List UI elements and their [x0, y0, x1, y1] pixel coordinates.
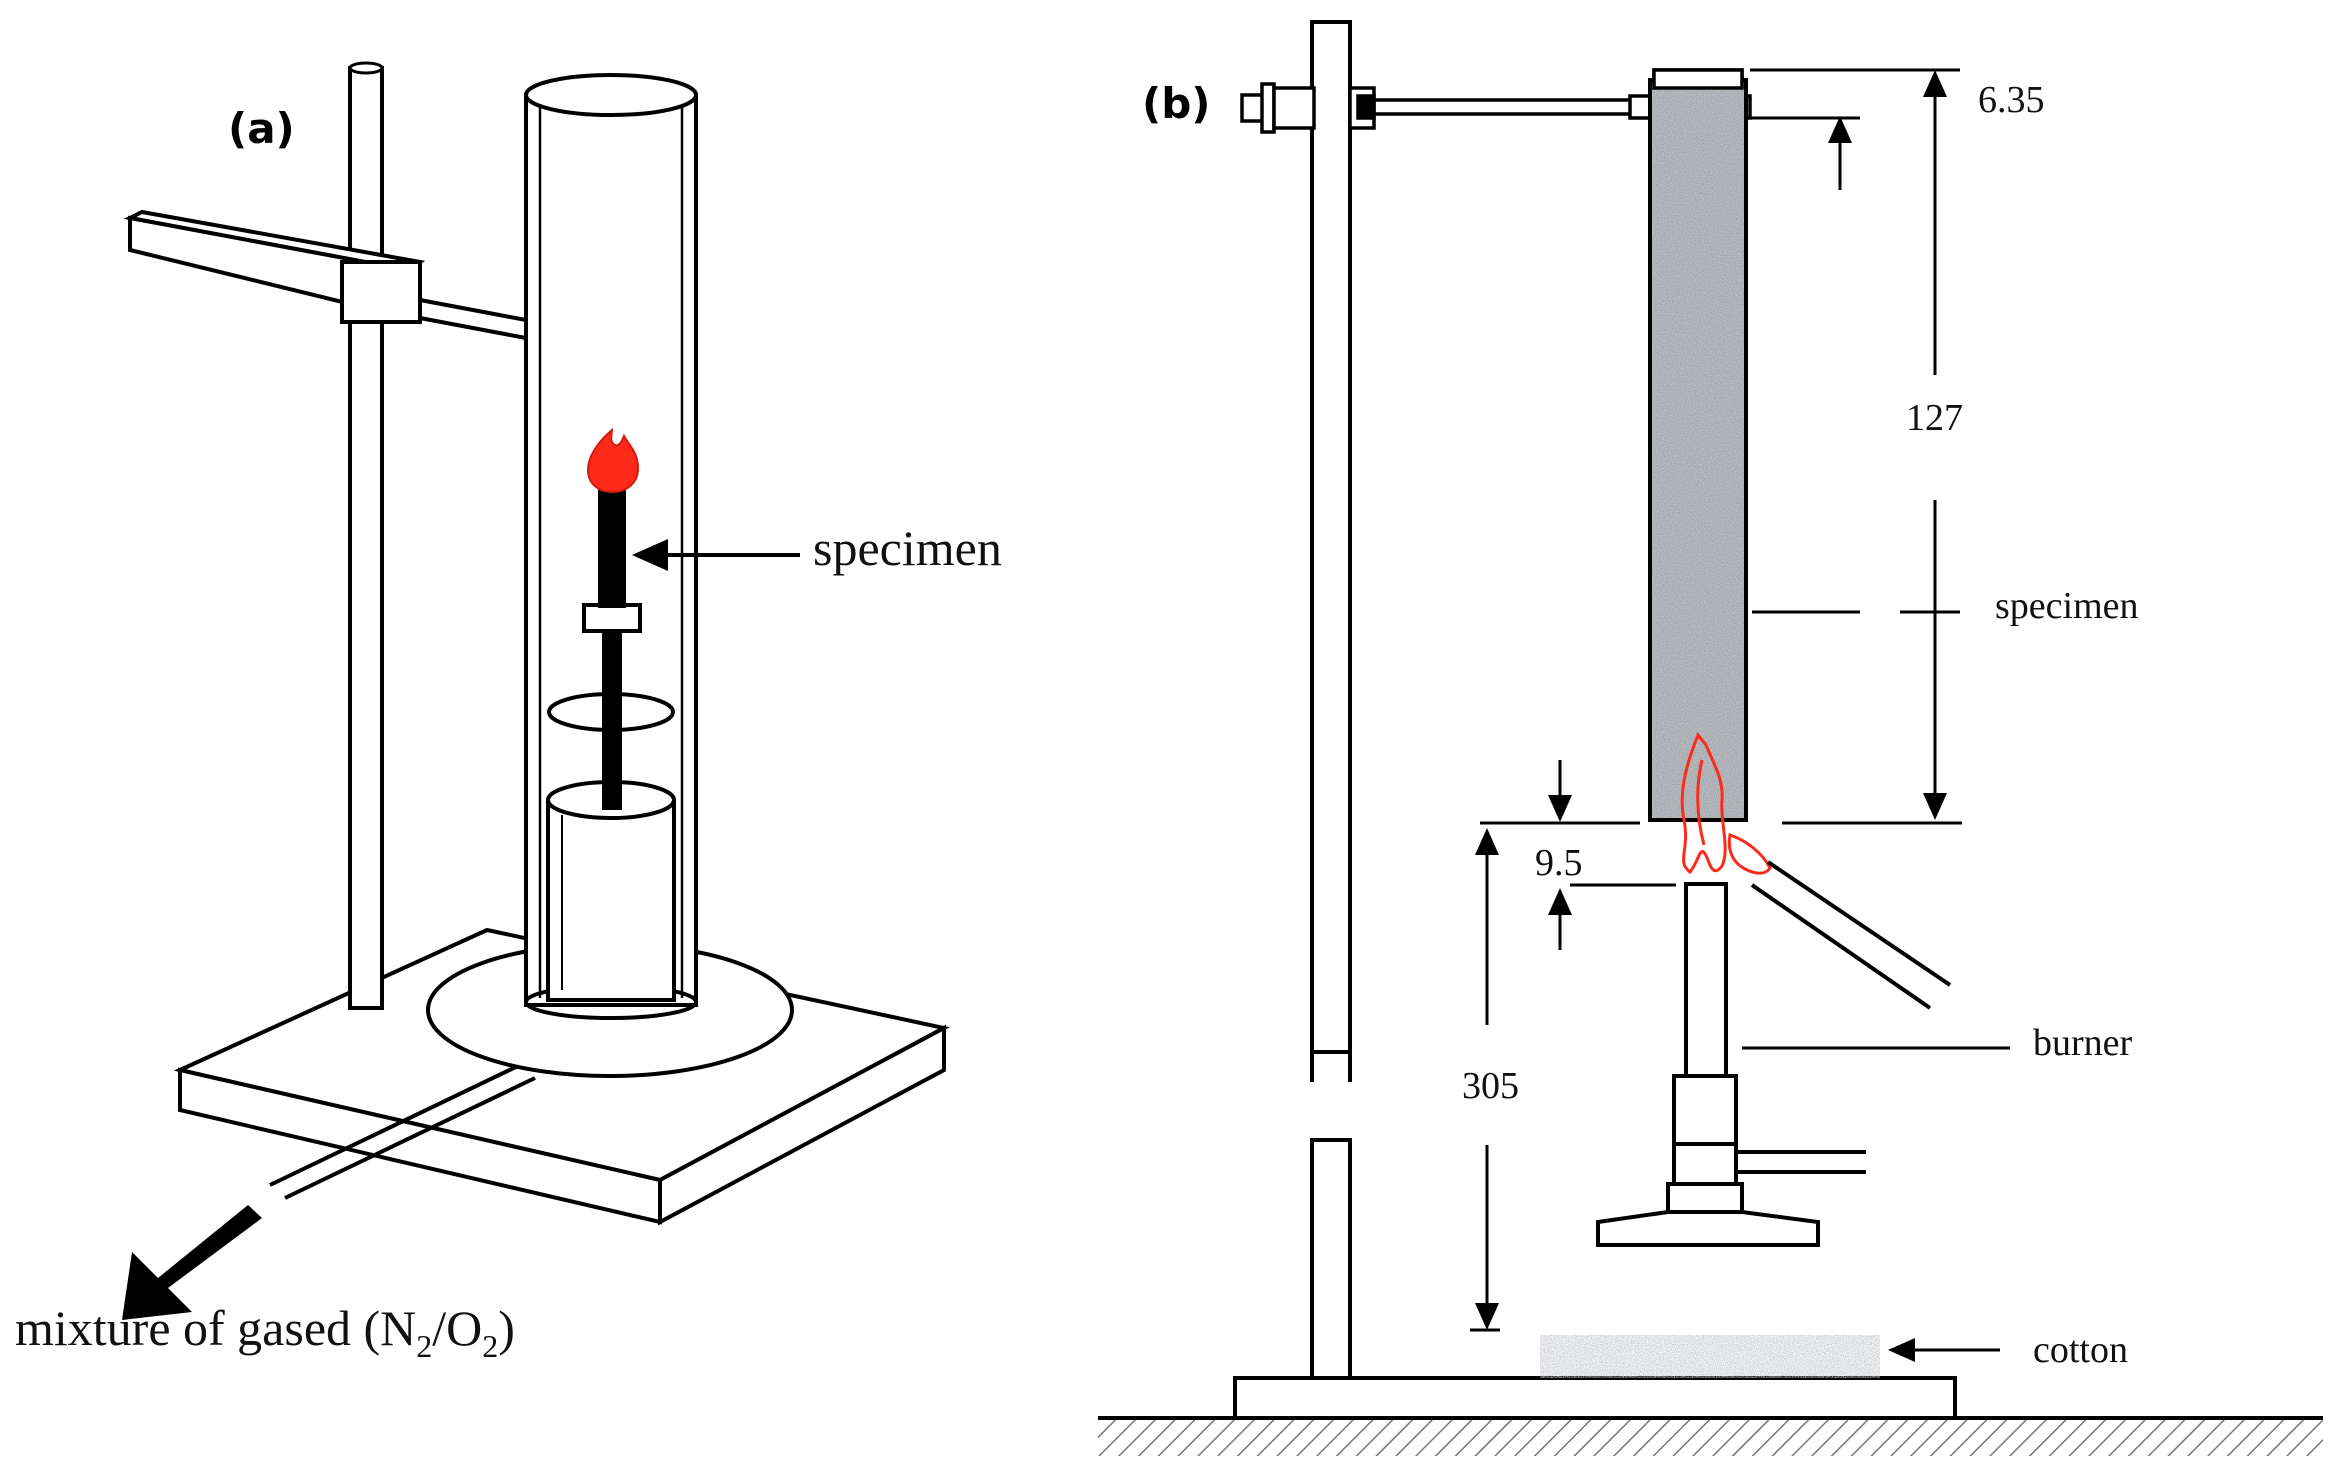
dim-gap-label: 9.5	[1535, 842, 1583, 884]
panel-a-tag: (a)	[228, 104, 295, 153]
flame	[586, 427, 640, 494]
specimen-top-clamp	[1652, 68, 1744, 90]
gas-inlet-arrow	[122, 1205, 262, 1320]
stand-base	[1233, 1376, 1957, 1420]
stand-rod	[1310, 20, 1352, 1380]
gas-pipe-b	[1750, 860, 1952, 1010]
specimen-texture	[1652, 82, 1744, 818]
panel-a: (a)	[15, 61, 1002, 1364]
panel-b-tag: (b)	[1142, 79, 1210, 128]
ground-hatch	[1098, 1418, 2323, 1456]
clamp-knob	[1240, 82, 1376, 134]
gas-mixture-label: mixture of gased (N2/O2)	[15, 1300, 515, 1364]
clamp-arm	[123, 209, 527, 340]
dim-top-label: 6.35	[1978, 79, 2045, 121]
flame-b	[1680, 732, 1772, 875]
gas-inlet-pipe	[269, 1063, 536, 1200]
dim-top	[1750, 68, 1960, 190]
cotton-pad	[1540, 1335, 1880, 1378]
dim-length	[1782, 70, 1962, 825]
support-rod	[348, 61, 384, 1010]
panel-b: (b)	[1098, 20, 2323, 1456]
dim-height	[1470, 828, 1500, 1332]
dim-length-label: 127	[1906, 397, 1963, 439]
specimen-label-a: specimen	[813, 520, 1002, 576]
burner-label: burner	[2033, 1022, 2133, 1064]
specimen-holder	[546, 603, 676, 1002]
dim-gap	[1480, 760, 1676, 950]
cotton-label: cotton	[2033, 1329, 2128, 1371]
specimen-rod	[598, 488, 626, 608]
specimen-label-b: specimen	[1995, 585, 2139, 627]
burner	[1596, 882, 1866, 1247]
dim-height-label: 305	[1462, 1065, 1519, 1107]
